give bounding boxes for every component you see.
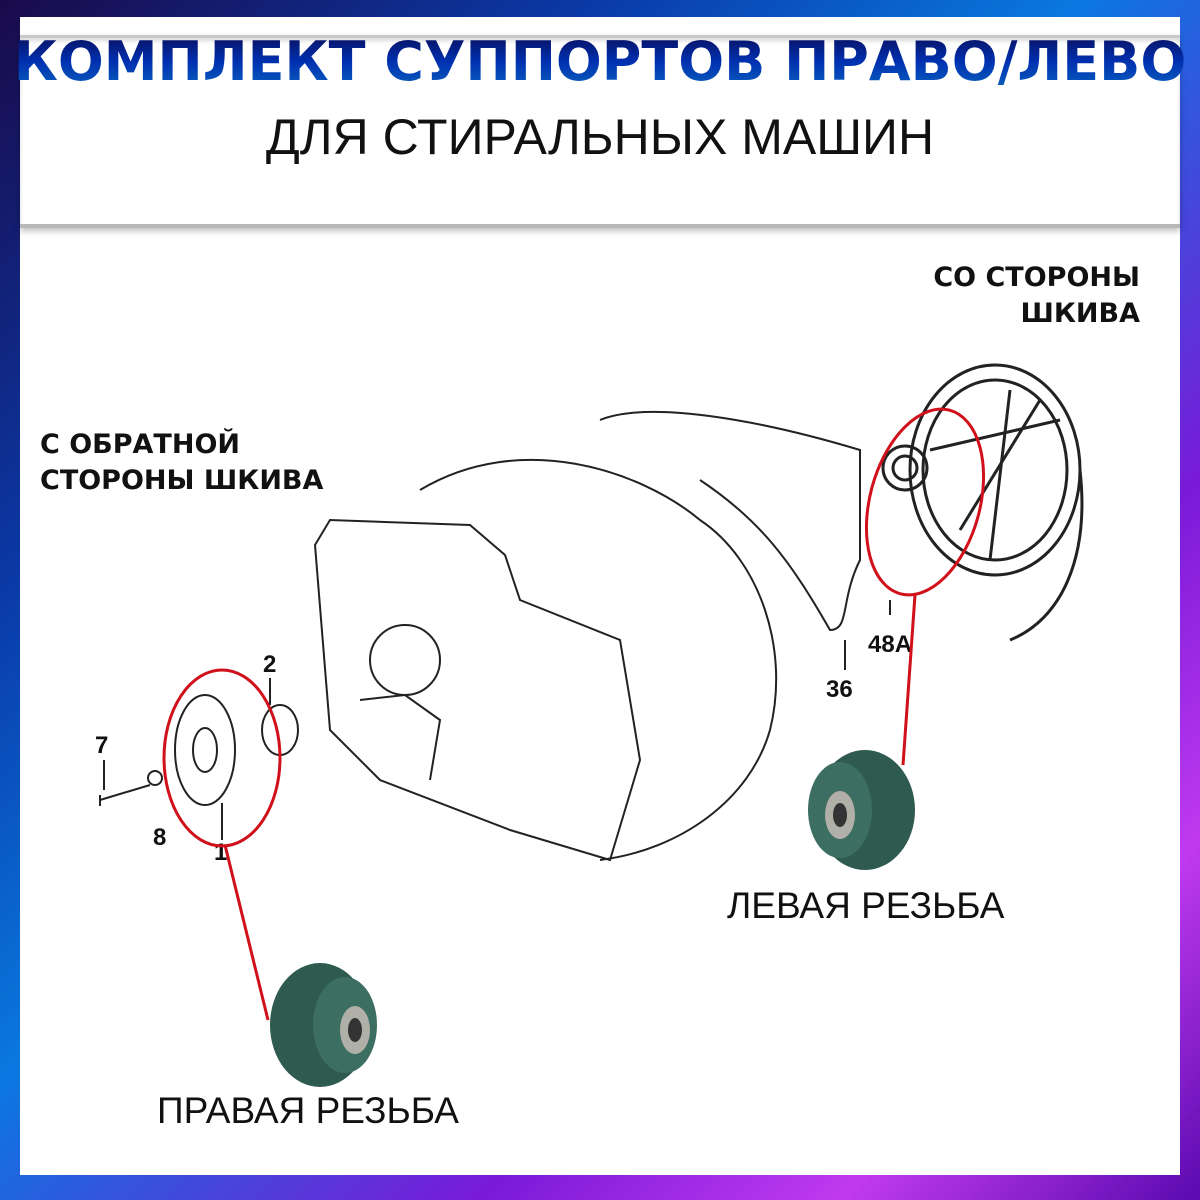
left-thread-support-photo	[808, 750, 915, 870]
title-band	[20, 35, 1180, 228]
right-thread-label: ПРАВАЯ РЕЗЬБА	[157, 1090, 459, 1131]
pulley-side-line-2: ШКИВА	[1020, 298, 1141, 329]
pulley-side-line-1: СО СТОРОНЫ	[933, 262, 1140, 293]
right-thread-support-photo	[270, 963, 377, 1087]
page-subtitle: ДЛЯ СТИРАЛЬНЫХ МАШИН	[265, 109, 935, 165]
page-title: КОМПЛЕКТ СУППОРТОВ ПРАВО/ЛЕВО	[0, 30, 1200, 93]
part-number-7: 7	[95, 732, 108, 759]
tub-drawing	[313, 410, 861, 862]
part-number-48a: 48A	[868, 631, 912, 658]
part-number-36: 36	[826, 676, 853, 703]
image-frame	[20, 17, 1180, 1175]
back-side-label: С ОБРАТНОЙ СТОРОНЫ ШКИВА	[40, 427, 323, 499]
left-thread-label: ЛЕВАЯ РЕЗЬБА	[727, 885, 1005, 926]
highlight-markers	[162, 407, 986, 1021]
leader-line-left	[901, 594, 917, 766]
highlight-pulley-circle	[864, 407, 986, 597]
pulley-side-label: СО СТОРОНЫ ШКИВА	[908, 260, 1140, 332]
part-number-8: 8	[153, 824, 166, 851]
highlight-rear-circle	[162, 668, 282, 848]
back-side-line-2: СТОРОНЫ ШКИВА	[40, 465, 324, 496]
rear-flange-drawing	[99, 600, 891, 840]
back-side-line-1: С ОБРАТНОЙ	[40, 429, 240, 460]
leader-line-right	[223, 844, 270, 1021]
pulley-drawing	[881, 363, 1084, 642]
part-number-2: 2	[263, 651, 276, 678]
